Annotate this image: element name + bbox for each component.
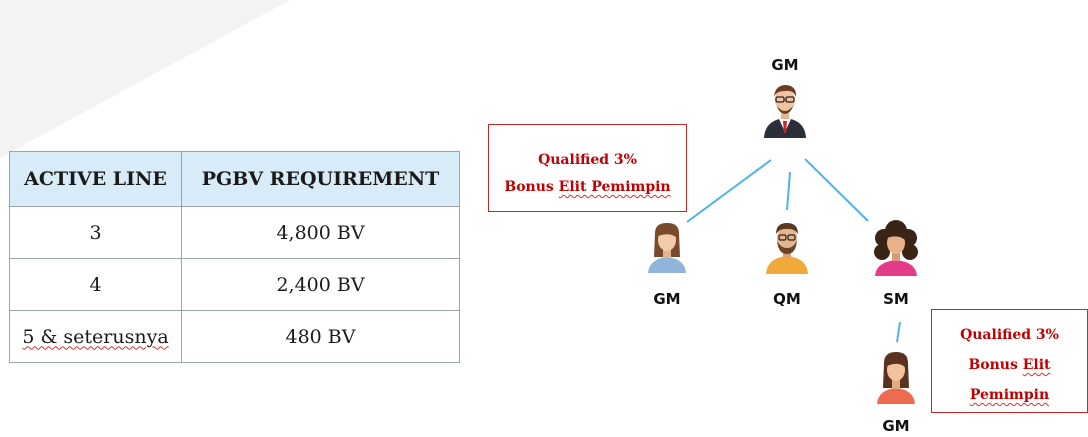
node-label-right: SM — [883, 290, 909, 308]
callout-line: Qualified 3% — [538, 152, 637, 168]
callout-line: Bonus Elit — [968, 357, 1051, 373]
node-label-middle: QM — [773, 290, 801, 308]
node-label-top: GM — [771, 56, 799, 74]
table-row: 4 2,400 BV — [9, 258, 460, 311]
connector-sm-gm — [896, 321, 901, 343]
active-line-cell: 4 — [9, 258, 182, 311]
header-pgbv-requirement: PGBV REQUIREMENT — [181, 151, 460, 207]
qualification-callout: Qualified 3% Bonus Elit Pemimpin — [931, 309, 1088, 413]
requirement-cell: 2,400 BV — [181, 258, 460, 311]
callout-line: Bonus Elit Pemimpin — [504, 179, 671, 195]
requirement-cell: 4,800 BV — [181, 206, 460, 259]
connector-top-left — [686, 159, 772, 223]
woman-icon — [877, 352, 915, 404]
table-row: 5 & seterusnya 480 BV — [9, 310, 460, 363]
background-shape — [0, 0, 290, 158]
callout-line: Pemimpin — [969, 387, 1050, 403]
curly-hair-woman-icon — [874, 220, 918, 276]
bearded-man-icon — [766, 223, 808, 274]
requirement-cell: 480 BV — [181, 310, 460, 363]
node-label-left: GM — [653, 290, 681, 308]
active-line-cell: 5 & seterusnya — [9, 310, 182, 363]
connector-top-right — [804, 158, 869, 222]
requirement-table: ACTIVE LINE PGBV REQUIREMENT 3 4,800 BV … — [9, 151, 460, 363]
connector-top-middle — [786, 171, 791, 211]
table-row: 3 4,800 BV — [9, 206, 460, 259]
woman-icon — [648, 223, 686, 273]
businessman-icon — [764, 85, 806, 138]
node-label-bottom: GM — [882, 417, 910, 435]
callout-line: Qualified 3% — [960, 327, 1059, 343]
qualification-callout: Qualified 3% Bonus Elit Pemimpin — [488, 124, 687, 212]
